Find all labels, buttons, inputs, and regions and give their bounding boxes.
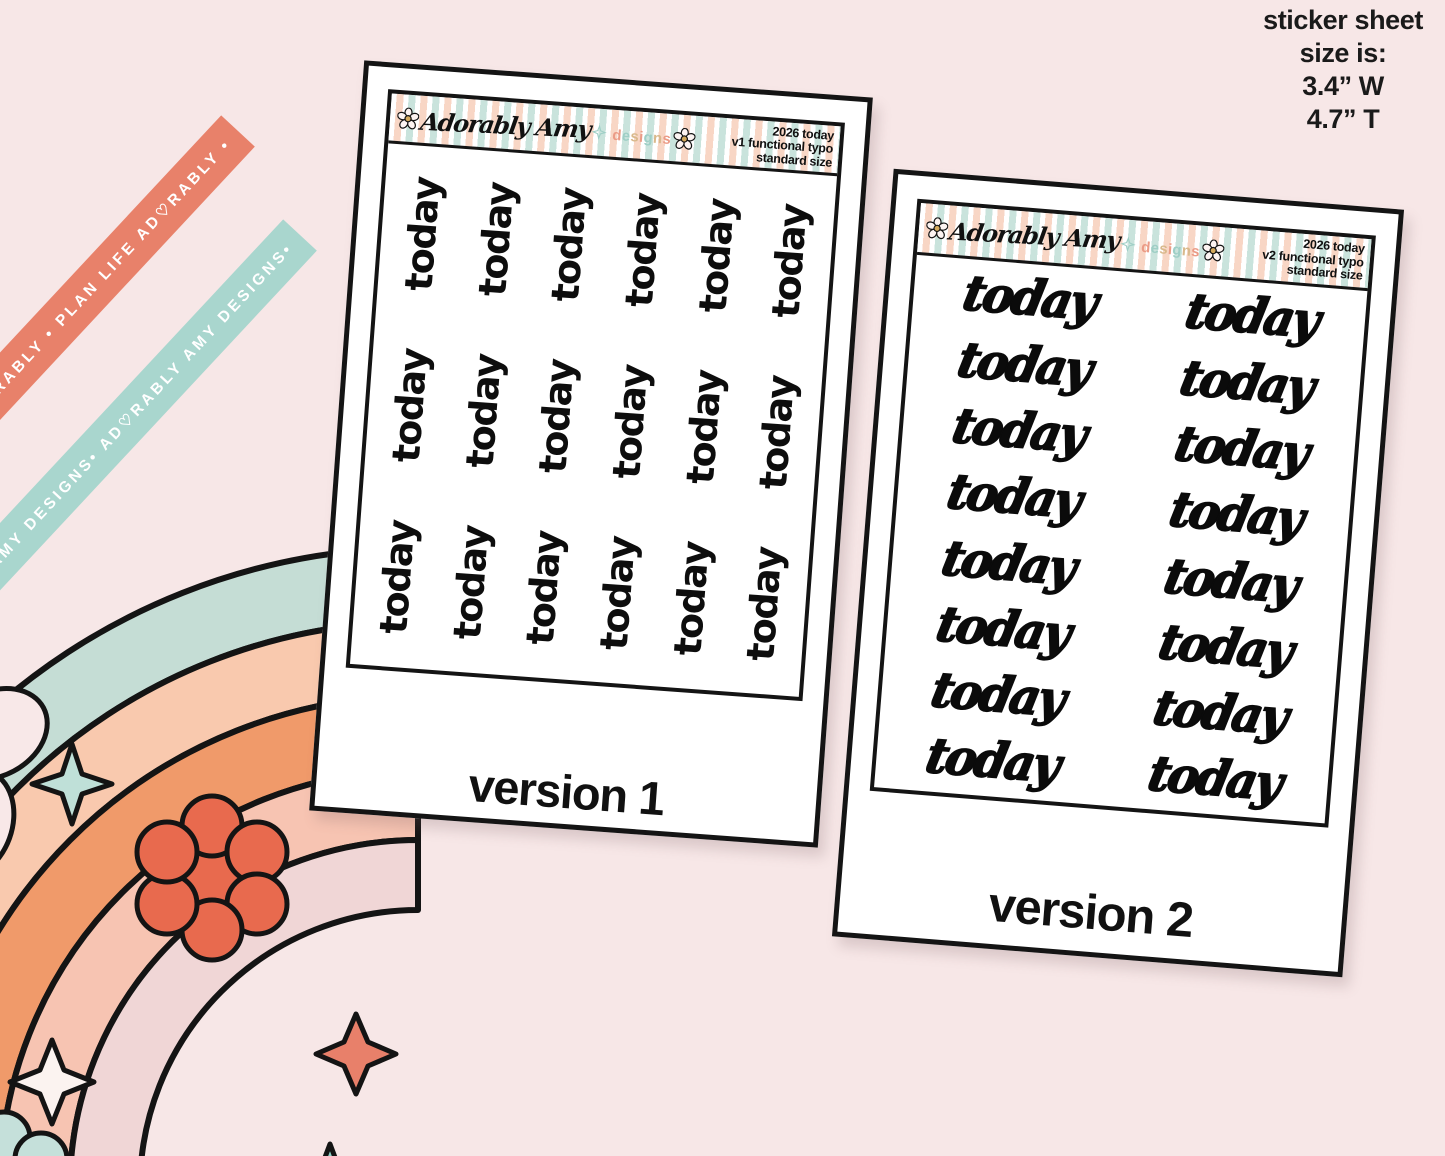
daisy-icon [397, 107, 420, 130]
brand-name: Adorably Amy [418, 106, 593, 144]
sticker-today: today [1179, 283, 1323, 352]
sheet-header-v1: Adorably Amy designs [388, 93, 841, 177]
brand-designs: designs [1140, 238, 1201, 261]
sticker-sheet-v1: Adorably Amy designs [345, 89, 845, 702]
sticker-today: today [690, 197, 743, 315]
sticker-today: today [530, 358, 583, 476]
sticker-cell: today [648, 511, 734, 688]
sticker-today: today [1174, 349, 1318, 418]
sticker-today: today [469, 181, 523, 299]
sticker-cell: today [428, 494, 514, 671]
brand-lockup-v1: Adorably Amy designs [389, 105, 696, 151]
coral-flower-icon [134, 793, 290, 963]
white-sparkle-icon [7, 1037, 97, 1127]
sticker-sheet-v2: Adorably Amy designs [869, 198, 1376, 828]
sticker-today: today [952, 331, 1096, 400]
rainbow-band-pink [68, 837, 421, 1156]
sticker-today: today [738, 546, 791, 663]
sticker-cell: today [354, 489, 440, 666]
brand-designs: designs [611, 126, 672, 149]
sticker-today: today [543, 186, 596, 304]
sticker-today: today [371, 519, 424, 636]
sticker-cell: today [440, 323, 526, 500]
sticker-today: today [665, 540, 718, 658]
size-note-line-4: 4.7” T [1306, 103, 1380, 134]
sticker-today: today [957, 265, 1101, 334]
sticker-cell: today [501, 500, 587, 677]
sticker-today: today [925, 661, 1069, 730]
sticker-cell: today [747, 173, 833, 350]
sticker-today: today [518, 530, 571, 647]
daisy-icon-secondary [673, 127, 696, 150]
mint-sparkle-icon-lower [322, 1141, 338, 1156]
sticker-today: today [936, 529, 1080, 598]
sticker-cell: today [367, 317, 453, 494]
sticker-today: today [457, 353, 510, 470]
size-note-line-2: size is: [1299, 37, 1387, 68]
sticker-cell: today [600, 162, 686, 339]
sticker-today: today [763, 203, 816, 320]
sticker-today: today [947, 397, 1091, 466]
polaroid-card-version-2[interactable]: Adorably Amy designs [831, 168, 1405, 978]
coral-sparkle-icon [313, 1011, 399, 1097]
sparkle-icon [1120, 236, 1136, 252]
sticker-cell: today [526, 157, 612, 334]
sticker-today: today [1148, 679, 1292, 748]
sticker-today: today [444, 524, 497, 642]
sticker-today: today [1158, 547, 1302, 616]
sticker-cell: today [514, 328, 600, 505]
size-note-line-1: sticker sheet [1263, 5, 1423, 35]
daisy-icon [926, 217, 949, 240]
sticker-cell: today [673, 167, 759, 344]
sticker-cell: today [734, 344, 820, 521]
sheet-meta-v2: 2026 today v2 functional typo standard s… [1261, 235, 1371, 284]
sheet-header-v2: Adorably Amy designs [916, 202, 1372, 291]
brand-name: Adorably Amy [947, 217, 1122, 255]
sticker-today: today [396, 176, 449, 293]
sticker-today: today [591, 535, 644, 653]
sticker-today: today [751, 374, 804, 492]
sticker-today: today [1169, 415, 1313, 484]
sticker-cell: today [453, 151, 539, 328]
sparkle-icon [591, 124, 607, 141]
mint-flower-icon [0, 1109, 70, 1156]
sticker-cell: today [379, 146, 465, 323]
sticker-today: today [920, 727, 1064, 796]
sticker-today: today [931, 595, 1075, 664]
sheet-meta-v1: 2026 today v1 functional typo standard s… [730, 122, 840, 170]
brand-lockup-v2: Adorably Amy designs [918, 215, 1225, 263]
mint-sparkle-icon-upper [29, 741, 115, 827]
sticker-cell: today [575, 505, 661, 682]
smiley-daisy-icon [0, 686, 50, 882]
sticker-cell: today [661, 339, 747, 516]
sticker-grid-v1: today today today today today today today today… [350, 144, 837, 698]
daisy-icon-secondary [1202, 239, 1225, 262]
size-note-line-3: 3.4” W [1302, 70, 1384, 101]
sticker-cell: today [722, 516, 808, 693]
sticker-today: today [616, 192, 669, 309]
sticker-today: today [677, 369, 730, 486]
sticker-sheet-size-note: sticker sheet size is: 3.4” W 4.7” T [1263, 4, 1423, 136]
sticker-today: today [604, 363, 657, 481]
sticker-today: today [941, 463, 1085, 532]
sticker-today: today [1153, 613, 1297, 682]
sticker-today: today [1142, 745, 1286, 814]
sticker-cell: today [587, 334, 673, 511]
polaroid-caption-v2: version 2 [986, 877, 1195, 949]
polaroid-card-version-1[interactable]: Adorably Amy designs [309, 60, 873, 848]
sticker-today: today [1163, 481, 1307, 550]
sticker-today: today [383, 347, 436, 465]
